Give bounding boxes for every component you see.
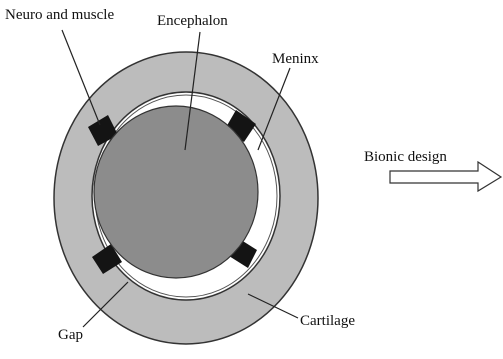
bionic-design-arrow: [390, 162, 501, 191]
encephalon: [94, 106, 258, 278]
label-gap: Gap: [58, 328, 83, 343]
label-encephalon: Encephalon: [157, 14, 228, 29]
label-meninx: Meninx: [272, 52, 319, 67]
label-cartilage: Cartilage: [300, 314, 355, 329]
label-bionic-design: Bionic design: [364, 150, 447, 165]
label-neuro-and-muscle: Neuro and muscle: [5, 8, 114, 23]
